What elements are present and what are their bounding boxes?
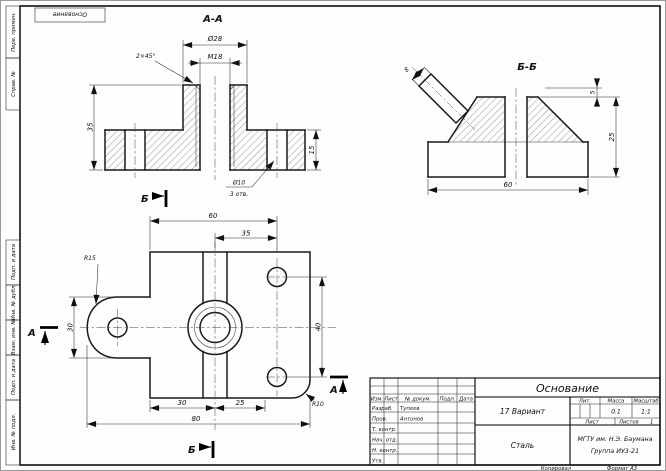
tb-org-line1: МГТУ им. Н.Э. Баумана bbox=[577, 436, 652, 443]
tb-sheets-value: 1 bbox=[650, 420, 653, 426]
marker-letter-a-right: А bbox=[329, 385, 338, 396]
tb-col-dokum: № докум. bbox=[404, 397, 431, 403]
left-margin-stamps: Перв. примен. Справ. № Подп. и дата Инв.… bbox=[5, 5, 21, 466]
tb-col-list: Лист bbox=[383, 397, 398, 403]
plan-view: 60 35 40 30 30 25 80 R15 R10 bbox=[27, 190, 348, 458]
marker-letter-b-top: Б bbox=[141, 194, 149, 205]
tb-col-data: Дата bbox=[458, 397, 473, 403]
dim-40-label: 40 bbox=[315, 322, 323, 331]
dim-35plan-label: 35 bbox=[242, 230, 251, 238]
dim-30bottom-label: 30 bbox=[178, 399, 187, 407]
title-block-signature-rows: Разраб. Тупеев Пров. Антонов Т. контр. Н… bbox=[372, 406, 423, 465]
tb-mass-label: Масса bbox=[608, 399, 625, 405]
section-aa-outline bbox=[104, 84, 306, 171]
dim-dia28-label: Ø28 bbox=[207, 35, 223, 43]
tb-row-name: Антонов bbox=[399, 417, 423, 423]
tb-row-role: Нач. отд. bbox=[372, 438, 397, 444]
dim-chamfer-label: 2×45° bbox=[136, 53, 155, 60]
dim-r10-label: R10 bbox=[312, 401, 324, 408]
tb-part-name: Основание bbox=[536, 382, 599, 395]
margin-label-inv-podl: Инв. № подл. bbox=[11, 414, 17, 451]
plan-dimensions: 60 35 40 30 30 25 80 R15 R10 bbox=[67, 212, 327, 428]
dim-8-label: 8 bbox=[403, 66, 411, 74]
title-block: Изм. Лист № докум. Подп. Дата Разраб. Ту… bbox=[369, 377, 661, 466]
tb-scale-label: Масштаб bbox=[633, 399, 659, 405]
footer-copied-label: Копировал bbox=[541, 466, 572, 471]
dim-30left-label: 30 bbox=[67, 323, 75, 332]
tb-row-name: Тупеев bbox=[400, 406, 419, 412]
margin-label-vzam-inv: Взам. инв. № bbox=[11, 319, 17, 355]
tb-lit-label: Лит. bbox=[578, 399, 591, 405]
tb-material: Сталь bbox=[511, 441, 534, 450]
section-marker-a-left: А bbox=[27, 326, 58, 345]
margin-label-podp-data-2: Подп. и дата bbox=[11, 359, 17, 395]
tb-row-role: Утв. bbox=[372, 459, 383, 465]
plan-centerlines bbox=[80, 242, 336, 430]
tb-row-role: Пров. bbox=[372, 417, 387, 423]
tb-row-role: Т. контр. bbox=[372, 427, 397, 433]
title-block-grid bbox=[370, 378, 660, 465]
section-bb-outline bbox=[427, 95, 589, 178]
corner-designation-stamp: Основание bbox=[34, 7, 106, 23]
section-aa-view: А-А bbox=[87, 14, 321, 198]
dim-15-label: 15 bbox=[308, 145, 316, 154]
marker-letter-b-bottom: Б bbox=[188, 445, 196, 456]
tb-scale-value: 1:1 bbox=[641, 409, 651, 416]
margin-label-inv-dubl: Инв. № дубл. bbox=[11, 284, 17, 320]
dim-dia10-label: Ø10 bbox=[232, 180, 246, 187]
dim-m18-label: М18 bbox=[208, 53, 223, 61]
margin-label-podp-data-1: Подп. и дата bbox=[11, 244, 17, 280]
tb-col-podp: Подп. bbox=[439, 397, 455, 403]
section-bb-title: Б-Б bbox=[517, 62, 537, 73]
tb-sheets-label: Листов bbox=[618, 420, 639, 426]
footer-labels: Копировал Формат А3 bbox=[541, 466, 638, 471]
dim-60bb-label: 60 bbox=[504, 181, 513, 189]
margin-label-sprav-no: Справ. № bbox=[11, 71, 17, 97]
section-marker-a-right: А bbox=[329, 375, 348, 396]
dim-35-label: 35 bbox=[87, 122, 95, 131]
dim-60plan-label: 60 bbox=[209, 212, 218, 220]
margin-label-perv-primen: Перв. примен. bbox=[11, 12, 17, 52]
section-marker-b-bottom: Б bbox=[188, 441, 215, 458]
footer-format-label: Формат А3 bbox=[607, 466, 638, 471]
dim-25-label: 25 bbox=[608, 132, 616, 141]
dim-25-label: 25 bbox=[236, 399, 245, 407]
tb-org-line2: Группа ИУ3-21 bbox=[591, 448, 639, 455]
section-bb-dimensions: 8 5 25 60 bbox=[403, 66, 620, 195]
marker-letter-a-left: А bbox=[27, 328, 36, 339]
section-aa-dimensions: Ø28 М18 2×45° 35 15 Ø10 3 отв. bbox=[87, 35, 321, 198]
tb-row-role: Разраб. bbox=[372, 406, 393, 412]
section-aa-title: А-А bbox=[202, 14, 223, 25]
section-bb-view: Б-Б 8 bbox=[403, 62, 620, 195]
dim-5-label: 5 bbox=[590, 90, 597, 94]
tb-mass-value: 0.1 bbox=[611, 409, 621, 416]
section-aa-centerlines bbox=[134, 76, 278, 180]
tb-sheet-label: Лист bbox=[584, 420, 599, 426]
dim-3otv-label: 3 отв. bbox=[230, 191, 248, 198]
dim-r15-label: R15 bbox=[84, 255, 96, 262]
tb-col-izm: Изм. bbox=[371, 397, 383, 403]
corner-designation-text: Основание bbox=[53, 11, 88, 18]
section-bb-angled-hole bbox=[411, 66, 476, 131]
section-marker-b-top: Б bbox=[141, 190, 168, 207]
tb-variant: 17 Вариант bbox=[500, 407, 546, 416]
tb-row-role: Н. контр. bbox=[372, 448, 397, 454]
dim-80-label: 80 bbox=[192, 415, 201, 423]
